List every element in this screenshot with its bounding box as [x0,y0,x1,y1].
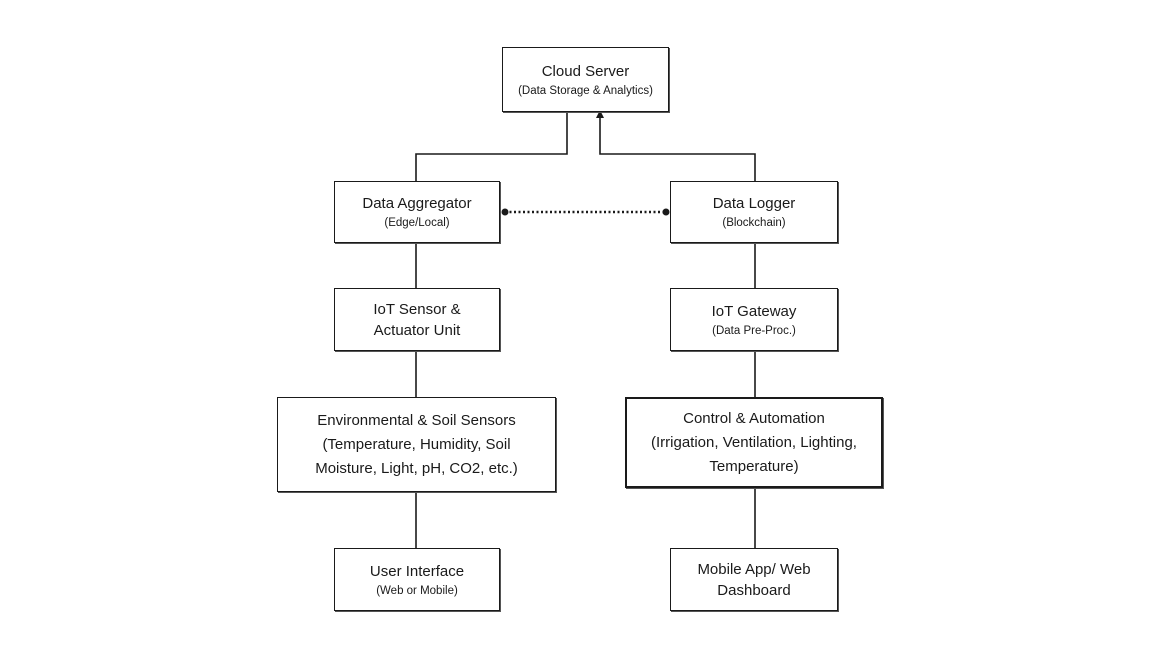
connector-logger-to-cloud [596,110,756,181]
control-line2: (Irrigation, Ventilation, Lighting, [651,433,857,451]
node-data-aggregator: Data Aggregator (Edge/Local) [334,181,500,243]
node-cloud-server: Cloud Server (Data Storage & Analytics) [502,47,669,112]
iot-sensor-line1: IoT Sensor & [373,300,461,318]
data-aggregator-title: Data Aggregator [362,195,472,212]
cloud-server-subtitle: (Data Storage & Analytics) [518,84,653,97]
node-mobile-app: Mobile App/ Web Dashboard [670,548,838,611]
env-sensors-line3: Moisture, Light, pH, CO2, etc.) [315,459,518,477]
data-logger-subtitle: (Blockchain) [722,217,786,229]
node-control-automation: Control & Automation (Irrigation, Ventil… [625,397,883,488]
mobile-app-line1: Mobile App/ Web [697,560,811,578]
iot-gateway-subtitle: (Data Pre-Proc.) [712,324,796,337]
iot-sensor-line2: Actuator Unit [373,321,461,339]
connector-cloud-to-aggregator [415,112,568,181]
node-user-interface: User Interface (Web or Mobile) [334,548,500,611]
user-interface-subtitle: (Web or Mobile) [376,584,458,597]
control-line3: Temperature) [709,457,799,475]
node-env-soil-sensors: Environmental & Soil Sensors (Temperatur… [277,397,556,492]
iot-gateway-title: IoT Gateway [711,302,797,320]
mobile-app-line2: Dashboard [717,581,791,599]
dotted-endpoint-right [662,208,670,216]
env-sensors-line1: Environmental & Soil Sensors [317,411,516,429]
node-iot-sensor-unit: IoT Sensor & Actuator Unit [334,288,500,351]
node-data-logger: Data Logger (Blockchain) [670,181,838,243]
data-logger-title: Data Logger [712,195,796,212]
dotted-endpoint-left [501,208,509,216]
data-aggregator-subtitle: (Edge/Local) [384,217,450,229]
env-sensors-line2: (Temperature, Humidity, Soil [322,435,511,453]
cloud-server-title: Cloud Server [541,62,630,80]
control-line1: Control & Automation [683,409,825,427]
user-interface-title: User Interface [369,562,465,580]
node-iot-gateway: IoT Gateway (Data Pre-Proc.) [670,288,838,351]
